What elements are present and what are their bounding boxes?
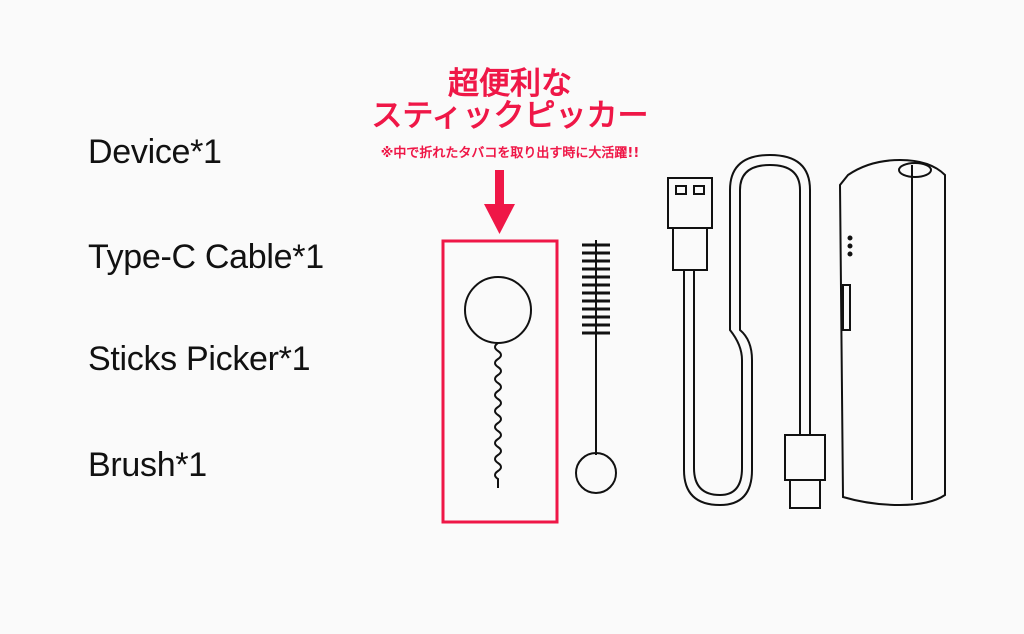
item-device-label: Device*1 [88, 133, 222, 171]
item-brush-label: Brush*1 [88, 446, 207, 484]
brush-icon [575, 240, 617, 494]
picker-highlight-box [441, 239, 559, 524]
callout-title-line2: スティックピッカー [371, 98, 649, 134]
device-icon [838, 158, 946, 507]
item-picker-label: Sticks Picker*1 [88, 340, 311, 378]
callout-title-line1: 超便利な [448, 66, 572, 102]
sticks-picker-icon [464, 276, 532, 488]
usb-cable-icon [667, 153, 826, 509]
down-arrow-icon [484, 170, 515, 234]
callout-note: ※中で折れたタバコを取り出す時に大活躍!! [380, 146, 640, 161]
item-cable-label: Type-C Cable*1 [88, 238, 324, 276]
